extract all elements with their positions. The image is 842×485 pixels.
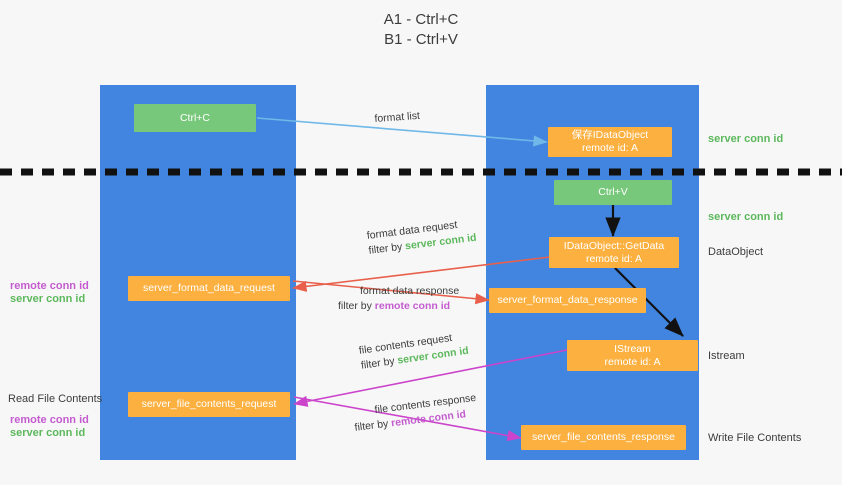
box-server-file-contents-response[interactable]: server_file_contents_response	[521, 425, 686, 450]
filter-prefix: filter by	[367, 240, 406, 257]
box-save-idataobject[interactable]: 保存IDataObject remote id: A	[548, 127, 672, 157]
label-remote-conn-id-1: remote conn id	[10, 280, 89, 292]
edge-label-format-data-response-filter: filter by remote conn id	[338, 299, 459, 314]
box-ctrl-c[interactable]: Ctrl+C	[134, 104, 256, 132]
box-server-file-contents-request[interactable]: server_file_contents_request	[128, 392, 290, 417]
label-server-conn-id-1: server conn id	[10, 293, 86, 305]
label-remote-conn-id-2: remote conn id	[10, 414, 89, 426]
filter-prefix: filter by	[360, 354, 399, 372]
edge-label-format-data-response: format data response filter by remote co…	[338, 284, 459, 314]
diagram-title: A1 - Ctrl+C B1 - Ctrl+V	[383, 11, 459, 48]
filter-prefix: filter by	[338, 300, 375, 312]
edge-label-file-contents-request: file contents request filter by server c…	[358, 329, 470, 374]
filter-prefix: filter by	[353, 417, 392, 434]
label-read-file-contents: Read File Contents	[8, 393, 103, 405]
box-server-format-data-response[interactable]: server_format_data_response	[489, 288, 646, 313]
label-istream: Istream	[708, 350, 745, 362]
label-server-conn-id-second: server conn id	[708, 211, 784, 223]
label-server-conn-id-top: server conn id	[708, 133, 784, 145]
label-dataobject: DataObject	[708, 246, 764, 258]
box-server-format-data-request[interactable]: server_format_data_request	[128, 276, 290, 301]
box-ctrl-v[interactable]: Ctrl+V	[554, 180, 672, 205]
edge-label-format-data-request: format data request filter by server con…	[366, 216, 477, 259]
label-server-conn-id-2: server conn id	[10, 427, 86, 439]
edge-label-format-data-response-title: format data response	[360, 285, 460, 297]
label-write-file-contents: Write File Contents	[708, 432, 802, 444]
box-istream[interactable]: IStream remote id: A	[567, 340, 698, 371]
filter-value-remote-conn-id: remote conn id	[374, 300, 451, 312]
edge-label-format-list: format list	[374, 109, 421, 125]
box-idataobject-getdata[interactable]: IDataObject::GetData remote id: A	[549, 237, 679, 268]
edge-label-file-contents-response: file contents response filter by remote …	[352, 391, 479, 436]
